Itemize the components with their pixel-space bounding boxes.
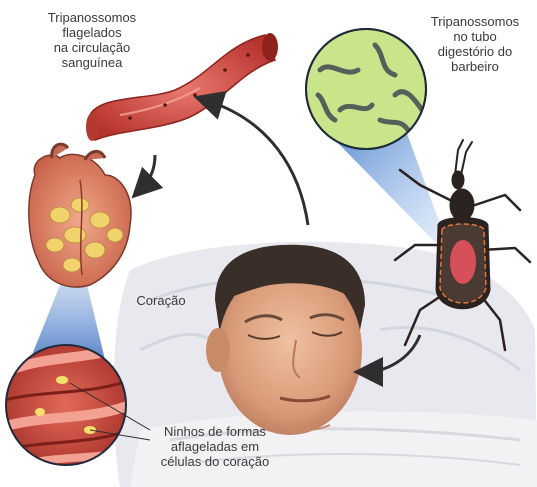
- nests-label-line-3: células do coração: [145, 454, 285, 469]
- gut-label-line-4: barbeiro: [420, 59, 530, 74]
- blood-trypanosomes-label: Tripanossomos flagelados na circulação s…: [22, 10, 162, 70]
- blood-label-line-2: flagelados: [22, 25, 162, 40]
- blood-label-line-4: sanguínea: [22, 55, 162, 70]
- gut-label-line-1: Tripanossomos: [420, 14, 530, 29]
- gut-magnified-circle: [306, 29, 426, 149]
- heart: [29, 144, 131, 287]
- heart-label: Coração: [126, 293, 196, 308]
- heart-cells-magnified-circle: [5, 345, 130, 465]
- heart-label-text: Coração: [126, 293, 196, 308]
- blood-label-line-1: Tripanossomos: [22, 10, 162, 25]
- gut-label-line-2: no tubo: [420, 29, 530, 44]
- nests-label-line-2: aflageladas em: [145, 439, 285, 454]
- gut-trypanosomes-label: Tripanossomos no tubo digestório do barb…: [420, 14, 530, 74]
- nests-label: Ninhos de formas aflageladas em células …: [145, 424, 285, 469]
- nests-label-line-1: Ninhos de formas: [145, 424, 285, 439]
- blood-label-line-3: na circulação: [22, 40, 162, 55]
- gut-label-line-3: digestório do: [420, 44, 530, 59]
